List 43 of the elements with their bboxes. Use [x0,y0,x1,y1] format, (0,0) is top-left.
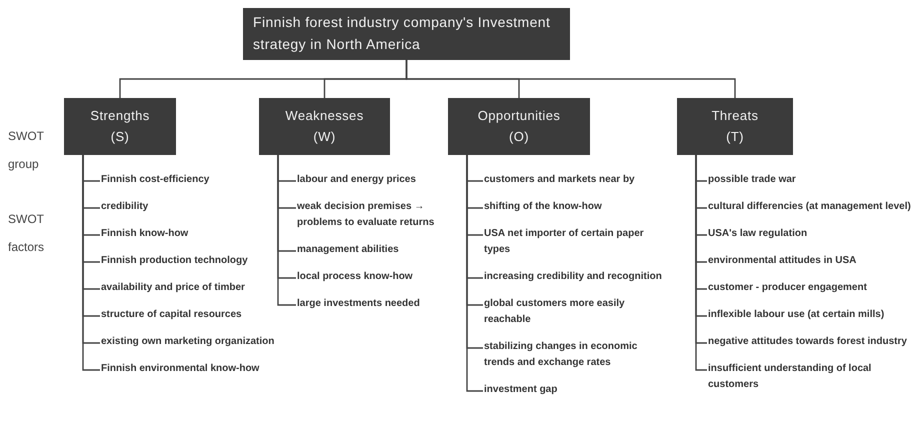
factor-text: insufficient understanding of local customers [708,361,917,393]
factor-text: Finnish environmental know-how [101,361,260,377]
factor-text: investment gap [484,382,558,398]
node-text: Weaknesses (W) [285,107,364,146]
factor-text: credibility [101,199,148,215]
node-text: Opportunities (O) [478,107,560,146]
factor-text: Finnish production technology [101,253,248,269]
title-box [243,8,570,60]
factor-text: customers and markets near by [484,172,635,188]
factor-text: local process know-how [297,269,413,285]
factor-text: Finnish cost-efficiency [101,172,210,188]
factor-text: increasing credibility and recognition [484,269,662,285]
factor-text: availability and price of timber [101,280,245,296]
group-box [259,98,390,155]
row-label: SWOT group [8,128,45,173]
factor-text: USA net importer of certain paper types [484,226,669,258]
factor-text: large investments needed [297,296,420,312]
connector-line [406,60,736,98]
group-box [677,98,793,155]
factor-text: USA's law regulation [708,226,808,242]
connector-line [277,155,296,306]
factor-text: stabilizing changes in economic trends and exchange rates [484,339,669,371]
factor-text: shifting of the know-how [484,199,602,215]
factor-text: environmental attitudes in USA [708,253,856,269]
factor-text: global customers more easily reachable [484,296,669,328]
node-text: Threats (T) [712,107,758,146]
factor-text: inflexible labour use (at certain mills) [708,307,884,323]
factor-text: possible trade war [708,172,796,188]
node-text: Finnish forest industry company's Investment strategy in North America [253,13,552,54]
row-label: SWOT factors [8,211,46,256]
factor-text: negative attitudes towards forest industry [708,334,907,350]
group-box [448,98,590,155]
factor-text: customer - producer engagement [708,280,867,296]
factor-text: weak decision premises → problems to evaluate returns [297,199,462,231]
node-text: Strengths (S) [90,107,150,146]
factor-text: Finnish know-how [101,226,188,242]
factor-text: management abilities [297,242,399,258]
factor-text: cultural differencies (at management level) [708,199,911,215]
group-box [64,98,176,155]
factor-text: labour and energy prices [297,172,416,188]
factor-text: existing own marketing organization [101,334,274,350]
connector-line [466,155,483,392]
factor-text: structure of capital resources [101,307,242,323]
